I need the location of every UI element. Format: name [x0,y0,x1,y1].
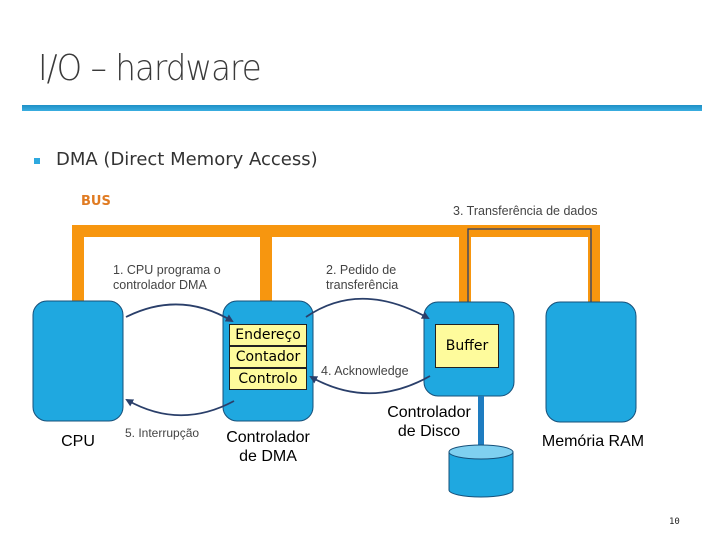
disk-icon[interactable] [448,444,514,498]
step1-line1: 1. CPU programa o [113,263,221,277]
cpu-box[interactable] [32,300,124,422]
arrow-step1 [125,303,234,323]
dma-label-line1: Controlador [226,429,310,446]
disk-link [478,396,484,448]
step4-label: 4. Acknowledge [321,364,409,378]
arrow-step2 [305,297,430,319]
bullet-marker [34,158,40,164]
disk-label-line1: Controlador [387,404,471,421]
bullet-text: DMA (Direct Memory Access) [56,149,318,170]
ram-box[interactable] [545,301,637,423]
disk-buffer: Buffer [435,324,499,368]
dma-controller-label: Controlador de DMA [210,428,326,466]
cpu-label: CPU [61,433,95,450]
data-transfer-path [467,228,595,345]
disk-controller-label: Controlador de Disco [374,403,484,441]
step2-line1: 2. Pedido de [326,263,397,277]
step1-line2: controlador DMA [113,278,207,292]
dma-label-line2: de DMA [239,448,297,465]
step2-label: 2. Pedido de transferência [326,263,398,293]
arrow-step4 [309,375,431,395]
register-control: Controlo [229,368,307,390]
step1-label: 1. CPU programa o controlador DMA [113,263,221,293]
step3-label: 3. Transferência de dados [453,204,598,218]
page-number: 10 [669,517,680,527]
step2-line2: transferência [326,278,399,292]
arrow-step5 [125,399,235,417]
bus-label: BUS [81,194,111,209]
slide-title: I/O – hardware [38,48,262,89]
ram-label: Memória RAM [541,433,645,450]
title-underline [22,105,702,111]
register-counter: Contador [229,346,307,368]
step5-label: 5. Interrupção [125,426,200,440]
register-address: Endereço [229,324,307,346]
disk-label-line2: de Disco [397,423,461,440]
